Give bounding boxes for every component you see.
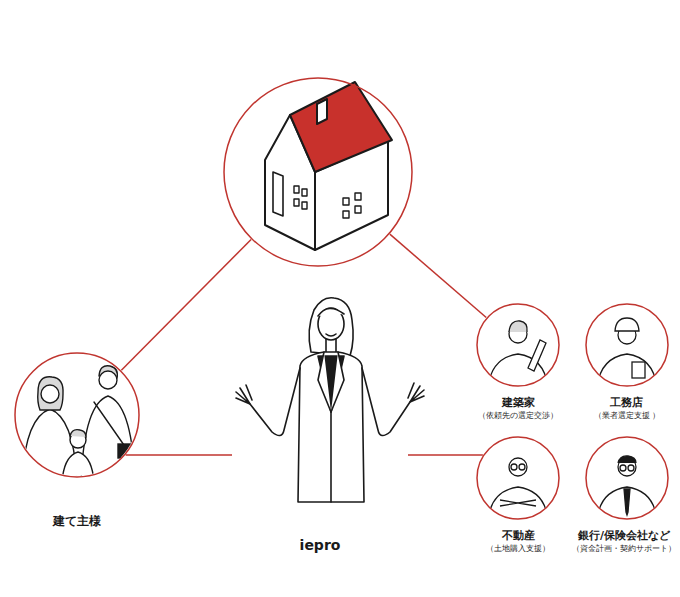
builder-drawing-part — [597, 354, 657, 390]
realtor-drawing-part — [519, 464, 525, 470]
consultant-drawing-part — [326, 334, 336, 336]
node-note: （依頼先の選定交渉） — [478, 410, 558, 421]
house-drawing-part — [343, 198, 349, 205]
connector-line — [121, 239, 251, 370]
circle-outline — [477, 304, 559, 386]
house-drawing-part — [273, 172, 283, 216]
banker-drawing — [597, 456, 657, 522]
realtor-drawing-part — [500, 500, 536, 506]
caption: 建築家（依頼先の選定交渉） — [478, 396, 558, 421]
role-circle: 建て主様 — [14, 352, 140, 478]
architect-drawing-part — [528, 340, 546, 371]
family-drawing-part — [41, 385, 59, 403]
banker-drawing-part — [597, 487, 657, 522]
caption: 建て主様 — [53, 514, 101, 529]
banker-drawing-part — [628, 465, 634, 471]
caption: iepro — [300, 537, 341, 554]
node-note: （資金計画・契約サポート） — [572, 543, 676, 554]
circle-outline — [586, 437, 668, 519]
circle-outline — [14, 352, 140, 478]
figure-box: iepro — [232, 292, 408, 562]
consultant-drawing-part — [318, 352, 344, 412]
consultant-drawing-part — [318, 308, 344, 340]
caption: 銀行/保険会社など（資金計画・契約サポート） — [572, 529, 676, 554]
consultant-drawing-part — [362, 368, 410, 436]
consultant-drawing-part — [330, 412, 332, 502]
house-drawing-part — [355, 193, 361, 200]
role-circle: 銀行/保険会社など（資金計画・契約サポート） — [585, 436, 669, 520]
family-drawing-part — [99, 371, 117, 389]
realtor-drawing-part — [509, 458, 527, 476]
circle-outline — [585, 303, 669, 387]
house-drawing — [265, 82, 392, 250]
family-drawing-part — [70, 430, 86, 437]
role-circle: 不動産（土地購入支援） — [476, 436, 560, 520]
consultant-drawing-part — [408, 383, 424, 402]
node-label: 工務店 — [594, 396, 661, 410]
architect-drawing-part — [509, 321, 527, 332]
house-drawing-part — [294, 186, 299, 193]
house-drawing-part — [302, 202, 307, 209]
node-label: 不動産 — [486, 529, 550, 543]
family-drawing-part — [94, 402, 126, 448]
house-drawing-part — [355, 206, 361, 213]
consultant-drawing-part — [318, 308, 344, 316]
node-label: 建て主様 — [53, 514, 101, 529]
consultant-drawing — [236, 298, 424, 502]
caption: 工務店（業者選定支援 ） — [594, 396, 661, 421]
node-label: iepro — [300, 537, 341, 554]
circle-outline — [586, 304, 668, 386]
circle-outline — [476, 303, 560, 387]
builder-drawing-part — [632, 362, 645, 378]
banker-drawing-part — [618, 456, 636, 463]
builder-drawing — [597, 318, 657, 390]
connector-line — [126, 454, 232, 456]
role-circle: 工務店（業者選定支援 ） — [585, 303, 669, 387]
caption: 不動産（土地購入支援） — [486, 529, 550, 554]
node-note: （土地購入支援） — [486, 543, 550, 554]
builder-drawing-part — [615, 318, 639, 331]
family-drawing-part — [38, 377, 63, 410]
circle-outline — [477, 437, 559, 519]
house-drawing-part — [302, 189, 307, 196]
consultant-drawing-part — [326, 339, 336, 352]
consultant-drawing-part — [250, 368, 300, 436]
consultant-drawing-part — [236, 385, 252, 404]
circle-outline — [223, 77, 413, 267]
connector-line — [390, 234, 486, 317]
connector-line — [408, 454, 483, 456]
node-note: （業者選定支援 ） — [594, 410, 661, 421]
banker-drawing-part — [624, 489, 630, 515]
house-drawing-part — [343, 211, 349, 218]
house-drawing-part — [294, 199, 299, 206]
node-label: 銀行/保険会社など — [572, 529, 676, 543]
role-circle — [223, 77, 413, 267]
realtor-drawing-part — [488, 487, 548, 522]
house-drawing-part — [290, 82, 392, 172]
circle-outline — [585, 436, 669, 520]
circle-outline — [224, 78, 412, 266]
role-circle: 建築家（依頼先の選定交渉） — [476, 303, 560, 387]
realtor-drawing-part — [511, 464, 517, 470]
circle-outline — [476, 436, 560, 520]
house-drawing-part — [317, 99, 327, 124]
circle-outline — [15, 353, 139, 477]
banker-drawing-part — [620, 465, 626, 471]
node-label: 建築家 — [478, 396, 558, 410]
consultant-drawing-part — [309, 298, 353, 356]
consultant-drawing-part — [298, 352, 364, 502]
